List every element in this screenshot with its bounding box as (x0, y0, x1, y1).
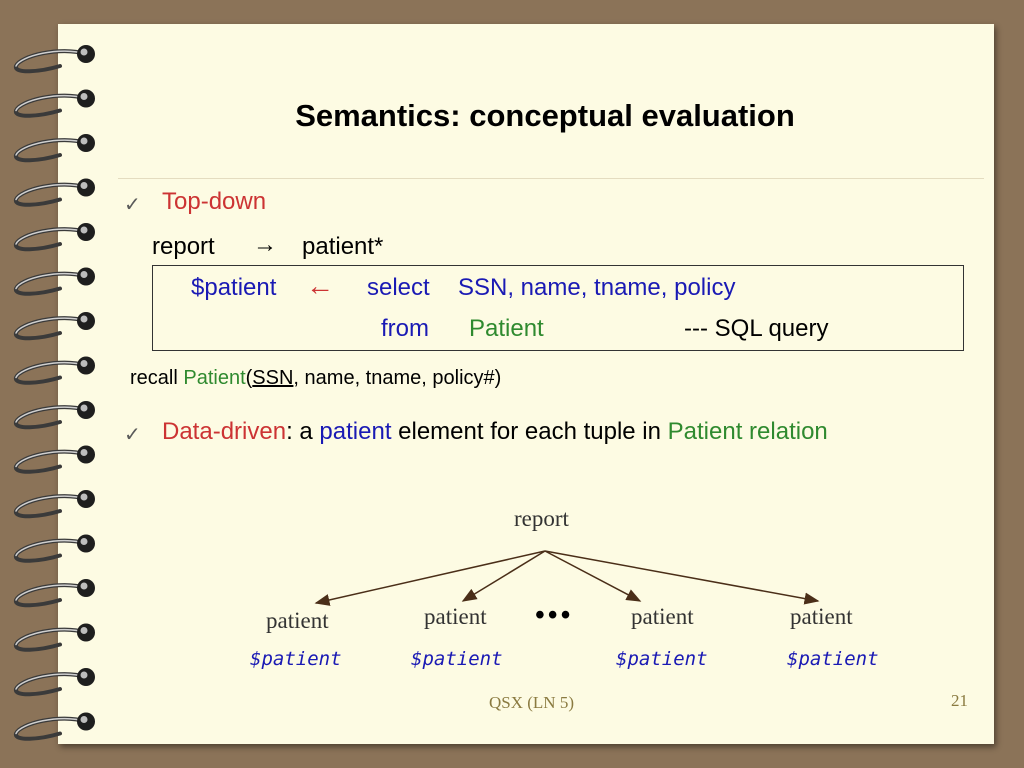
tree-edge (461, 550, 546, 602)
tree-child-label: patient (790, 604, 853, 629)
bullet-data-driven: Data-driven: a patient element for each … (162, 418, 828, 446)
tree-child-label: patient (266, 608, 329, 633)
slide-title: Semantics: conceptual evaluation (295, 98, 795, 133)
from-keyword: from (381, 315, 429, 342)
recall-line: recall Patient(SSN, name, tname, policy#… (130, 367, 501, 390)
data-driven-t1: : a (286, 418, 313, 445)
page-number: 21 (951, 691, 968, 710)
tree-child-label: patient (424, 604, 487, 629)
recall-table: Patient (183, 367, 246, 389)
sql-query-box (152, 265, 964, 351)
tree-child-var: $patient (616, 648, 708, 670)
checkmark-icon: ✓ (124, 192, 141, 216)
query-variable: $patient (191, 274, 277, 301)
from-table: Patient (469, 315, 544, 342)
tree-child-var: $patient (787, 648, 879, 670)
recall-rest: , name, tname, policy#) (293, 367, 502, 389)
recall-prefix: recall (130, 367, 178, 389)
recall-key: SSN (252, 367, 294, 389)
data-driven-element: patient (319, 418, 392, 445)
data-driven-t2: element for each tuple in (398, 418, 661, 445)
bullet-top-down: Top-down (162, 188, 267, 215)
ellipsis: • • • (535, 600, 570, 631)
tree-root: report (514, 506, 569, 531)
tree-child-label: patient (631, 604, 694, 629)
checkmark-icon: ✓ (124, 422, 141, 446)
tree-child-var: $patient (250, 648, 342, 670)
query-comment: --- SQL query (684, 315, 829, 342)
data-driven-label: Data-driven (162, 418, 287, 445)
spiral-binding-icon (14, 45, 95, 741)
tree-edge (544, 550, 642, 602)
mapping-left: report (152, 233, 215, 260)
select-columns: SSN, name, tname, policy (458, 274, 736, 301)
right-arrow-icon: → (253, 231, 277, 258)
recall-open: ( (245, 367, 253, 389)
mapping-right: patient* (302, 233, 384, 260)
title-divider (118, 178, 984, 179)
slide-page (58, 24, 994, 744)
data-driven-relation: Patient relation (667, 418, 828, 445)
tree-edge (544, 550, 820, 605)
tree-edge (314, 550, 546, 606)
select-keyword: select (367, 274, 430, 301)
tree-child-var: $patient (411, 648, 503, 670)
footer-course: QSX (LN 5) (489, 693, 574, 712)
left-arrow-icon: ← (306, 270, 334, 301)
